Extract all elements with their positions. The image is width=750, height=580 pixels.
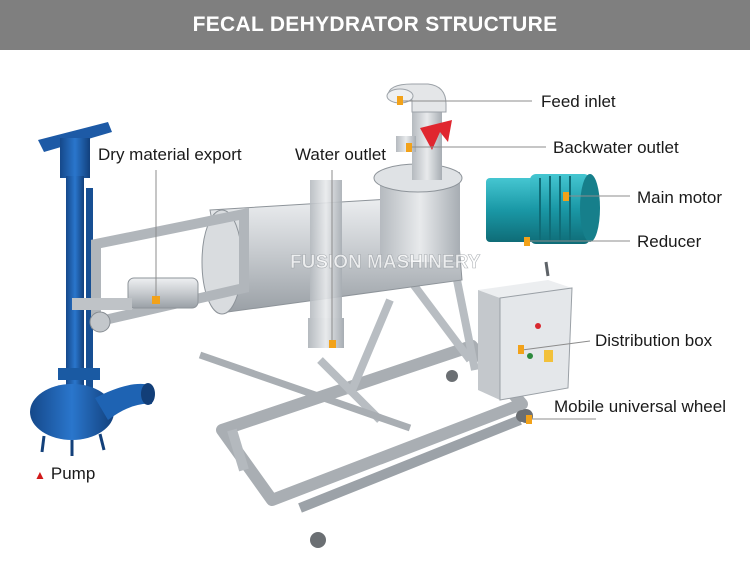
label-distribution-box: Distribution box	[595, 331, 713, 350]
leader-lines	[155, 100, 630, 420]
machine-frame	[216, 269, 533, 548]
feed-inlet-pipe	[386, 83, 452, 180]
marker-backwater-outlet	[406, 143, 412, 152]
distribution-box	[478, 280, 573, 422]
pump	[30, 122, 155, 456]
label-feed-inlet: Feed inlet	[541, 92, 616, 111]
motor-assembly	[486, 174, 600, 277]
marker-reducer	[524, 237, 530, 246]
label-main-motor: Main motor	[637, 188, 723, 207]
callout-markers	[152, 96, 569, 424]
label-water-outlet: Water outlet	[295, 145, 387, 164]
triangle-icon: ▲	[34, 468, 46, 482]
marker-main-motor	[563, 192, 569, 201]
label-pump: Pump	[50, 464, 96, 483]
pump-label: ▲ Pump	[34, 464, 95, 484]
label-backwater-outlet: Backwater outlet	[553, 138, 679, 157]
marker-distribution-box	[518, 345, 524, 354]
marker-mobile-wheel	[526, 415, 532, 424]
label-reducer: Reducer	[637, 232, 702, 251]
screw-body	[201, 163, 463, 348]
marker-feed-inlet	[397, 96, 403, 105]
page-title: FECAL DEHYDRATOR STRUCTURE	[192, 13, 558, 36]
title-bar: FECAL DEHYDRATOR STRUCTURE	[0, 0, 750, 50]
dry-material-export-assembly	[72, 207, 412, 432]
label-mobile-wheel: Mobile universal wheel	[554, 397, 726, 416]
marker-water-outlet	[329, 340, 336, 348]
label-dry-material-export: Dry material export	[98, 145, 242, 164]
watermark: FUSION MASHINERY	[290, 252, 481, 273]
marker-dry-material-export	[152, 296, 160, 304]
